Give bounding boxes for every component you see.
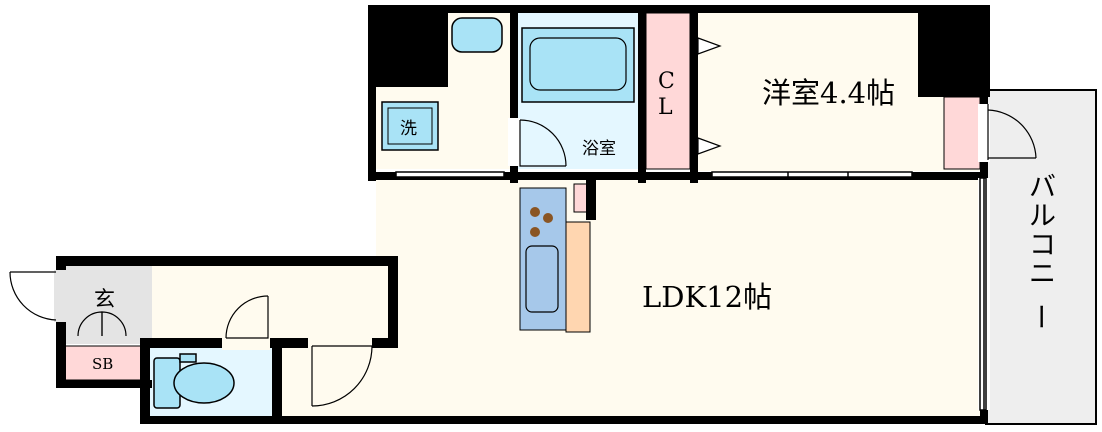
label-washer: 洗 — [400, 119, 417, 139]
toilet-tank-fixture — [451, 17, 503, 53]
label-western-room: 洋室4.4帖 — [762, 76, 895, 110]
toilet-icon — [153, 353, 235, 409]
svg-text:ニ: ニ — [1029, 259, 1056, 290]
label-shoe-box: SB — [92, 355, 113, 373]
ldk-door-gap — [308, 336, 372, 350]
label-closet-l: L — [658, 95, 673, 120]
western-balcony-door-gap — [978, 104, 990, 162]
washer-pan — [381, 101, 439, 151]
door-swings — [9, 104, 1037, 407]
balcony-label: バ ル コ ニ ー — [1024, 172, 1056, 330]
svg-text:コ: コ — [1029, 230, 1056, 261]
shoe-box — [63, 345, 145, 381]
closet-door-markers — [697, 37, 722, 155]
svg-text:ル: ル — [1029, 201, 1056, 232]
label-bathroom: 浴室 — [582, 139, 616, 159]
window-pillar-pink — [943, 96, 981, 170]
ldk-floor — [376, 180, 980, 416]
label-ldk: LDK12帖 — [642, 280, 772, 314]
bathtub-inner — [529, 37, 627, 91]
label-entrance: 玄 — [94, 287, 115, 311]
kitchen-sink — [525, 245, 559, 313]
balcony-area — [985, 89, 1097, 425]
label-closet-c: C — [658, 69, 675, 94]
hallway-floor — [150, 266, 390, 338]
washer-pan-inner — [387, 107, 433, 145]
small-shelf — [573, 183, 589, 213]
western-room-floor — [697, 13, 942, 171]
svg-text:バ: バ — [1029, 172, 1056, 203]
svg-text:ー: ー — [1024, 303, 1055, 330]
bath-door-gap — [508, 118, 520, 166]
entrance-door-gap — [54, 270, 68, 322]
fridge-space — [565, 221, 591, 333]
toilet-door-gap — [222, 336, 270, 350]
sliding-partitions — [395, 171, 987, 411]
stove-burners — [530, 207, 553, 237]
